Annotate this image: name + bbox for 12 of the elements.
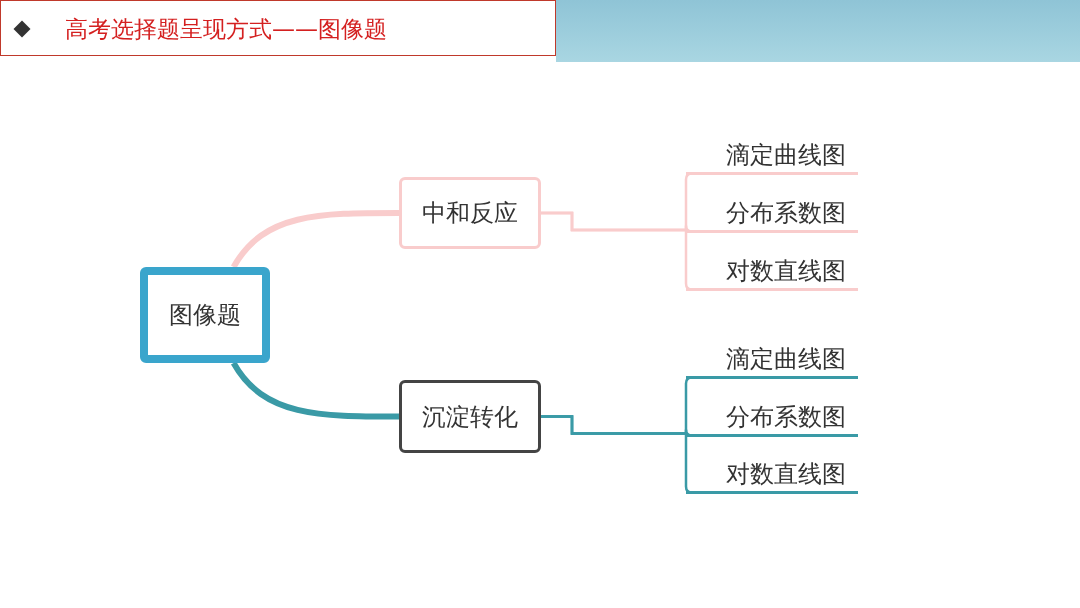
- branch-box: 沉淀转化: [399, 380, 541, 453]
- leaf-topic: 分布系数图: [686, 196, 858, 233]
- topic-box: 图像题: [140, 267, 270, 363]
- title-text: 高考选择题呈现方式——图像题: [65, 15, 387, 43]
- connector: [231, 210, 399, 269]
- connector: [231, 361, 399, 420]
- leaf-topic: 滴定曲线图: [686, 138, 858, 175]
- leaf-topic: 对数直线图: [686, 254, 858, 291]
- branch-box: 中和反应: [399, 177, 541, 249]
- leaf-topic: 滴定曲线图: [686, 342, 858, 379]
- leaf-topic: 分布系数图: [686, 400, 858, 437]
- leaf-topic: 对数直线图: [686, 457, 858, 494]
